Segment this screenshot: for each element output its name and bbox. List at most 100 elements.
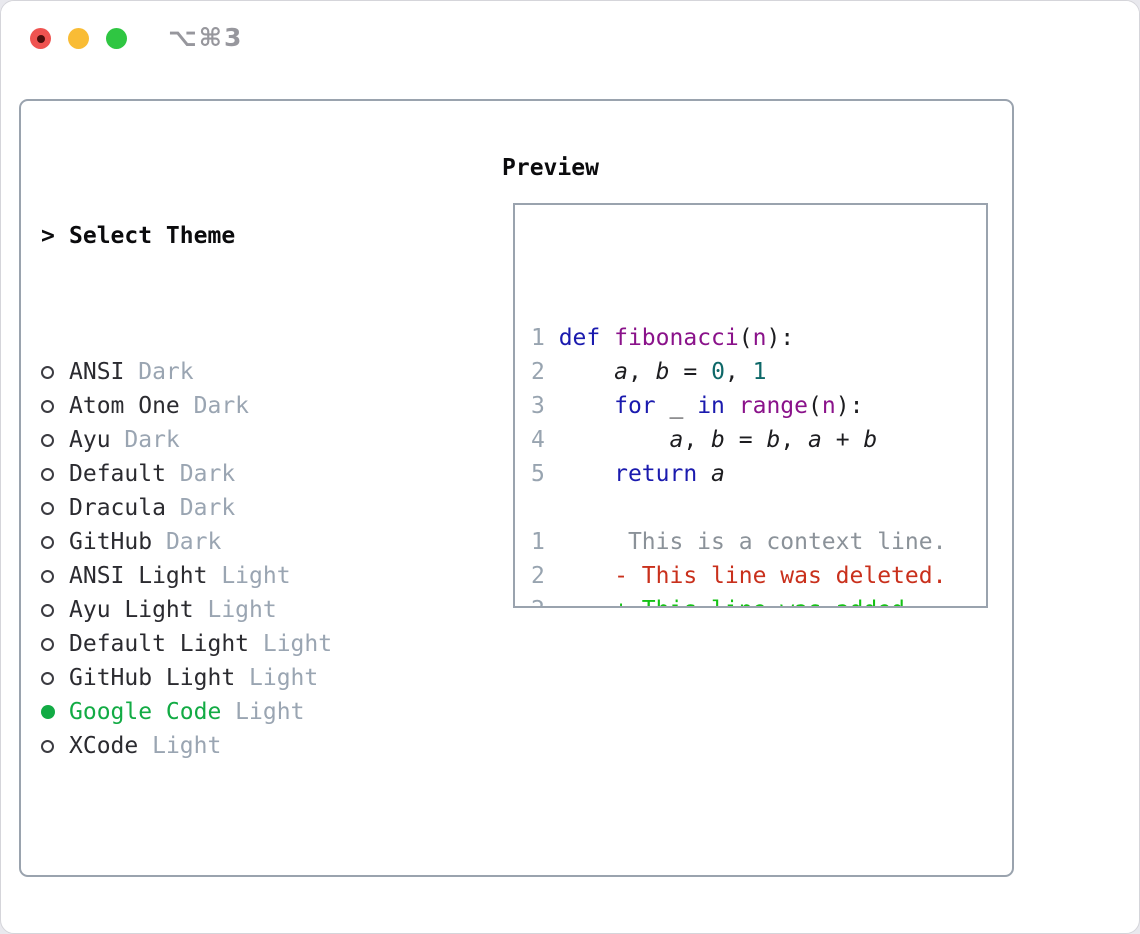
code-token: def [558,325,601,351]
theme-item-ayu-light[interactable]: Ayu Light Light [41,593,491,627]
preview-title: Preview [502,155,599,181]
theme-item-default-light[interactable]: Default Light Light [41,627,491,661]
code-token: = [669,359,712,385]
minimize-button[interactable] [68,28,89,49]
radio-icon [41,637,54,651]
code-line: 4 a, b = b, a + b [531,423,986,457]
code-token [559,461,614,487]
theme-item-dracula[interactable]: Dracula Dark [41,491,491,525]
select-theme-title: Select Theme [69,223,236,249]
line-number: 5 [531,461,559,487]
code-token: b [711,427,725,453]
code-line: 5 return a [531,457,986,491]
line-number: 1 [531,529,559,555]
code-token: b [655,359,670,385]
code-token: fibonacci [614,325,739,351]
code-token: a [669,427,684,453]
code-token: ): [766,325,795,351]
theme-item-github-light[interactable]: GitHub Light Light [41,661,491,695]
radio-icon [41,671,54,685]
theme-variant: Light [138,733,222,759]
theme-variant: Light [207,563,291,589]
theme-name: Atom One [69,393,180,419]
line-number: 2 [531,597,559,606]
code-token: range [738,393,808,419]
code-line: 1 This is a context line. [531,525,986,559]
code-token: - This line was deleted. [558,563,947,589]
code-line: 2 - This line was deleted. [531,559,986,593]
code-line: 2 a, b = 0, 1 [531,355,986,389]
line-number: 4 [531,427,559,453]
line-number: 1 [531,325,559,351]
code-token: return [614,461,698,487]
code-token: ): [835,393,864,419]
theme-variant: Dark [124,359,194,385]
code-token: in [697,393,725,419]
code-token: n [752,325,767,351]
theme-item-github[interactable]: GitHub Dark [41,525,491,559]
theme-item-atom-one[interactable]: Atom One Dark [41,389,491,423]
code-token: 0 [711,359,725,385]
theme-variant: Dark [152,529,222,555]
zoom-button[interactable] [106,28,127,49]
code-token: for [614,393,656,419]
theme-name: Dracula [69,495,166,521]
code-token: ( [738,325,753,351]
radio-icon [41,569,54,583]
code-line [531,491,986,525]
theme-name: Ayu [69,427,111,453]
code-token [697,461,711,487]
code-token: + [821,427,864,453]
theme-name: Google Code [69,699,222,725]
code-token [559,359,614,385]
code-line: 3 for _ in range(n): [531,389,986,423]
cursor-indicator: > [41,223,55,249]
code-token: a [614,359,628,385]
radio-icon [41,365,54,379]
theme-item-default[interactable]: Default Dark [41,457,491,491]
theme-variant: Light [235,665,319,691]
code-token: = [724,427,767,453]
theme-variant: Dark [110,427,180,453]
theme-name: ANSI Light [69,563,208,589]
theme-variant: Dark [179,393,250,419]
theme-item-ayu[interactable]: Ayu Dark [41,423,491,457]
theme-item-google-code[interactable]: Google Code Light [41,695,491,729]
radio-icon [41,433,54,447]
radio-icon [41,399,54,413]
theme-item-ansi-light[interactable]: ANSI Light Light [41,559,491,593]
line-number [531,495,559,521]
code-token: _ [655,393,698,419]
theme-name: XCode [69,733,139,759]
code-token [725,393,739,419]
code-token: 1 [752,359,767,385]
radio-icon [41,739,54,753]
code-line: 1 def fibonacci(n): [531,321,986,355]
titlebar: ⌥⌘3 [1,1,1139,76]
spacer [41,865,491,899]
theme-variant: Dark [165,461,236,487]
theme-item-ansi[interactable]: ANSI Dark [41,355,491,389]
close-button[interactable] [30,28,51,49]
window-title: ⌥⌘3 [168,23,244,52]
code-token: n [821,393,836,419]
code-token: , [780,427,809,453]
theme-name: Default [69,461,166,487]
theme-name: GitHub Light [69,665,236,691]
theme-variant: Light [221,699,305,725]
code-token [600,325,614,351]
theme-item-xcode[interactable]: XCode Light [41,729,491,763]
theme-name: Ayu Light [69,597,194,623]
code-token: a [808,427,822,453]
line-number: 2 [531,563,559,589]
code-token: , [683,427,712,453]
code-token: b [766,427,781,453]
code-token: + This line was added. [559,597,919,606]
line-number: 3 [531,393,559,419]
select-theme-header: > Select Theme [41,219,491,253]
